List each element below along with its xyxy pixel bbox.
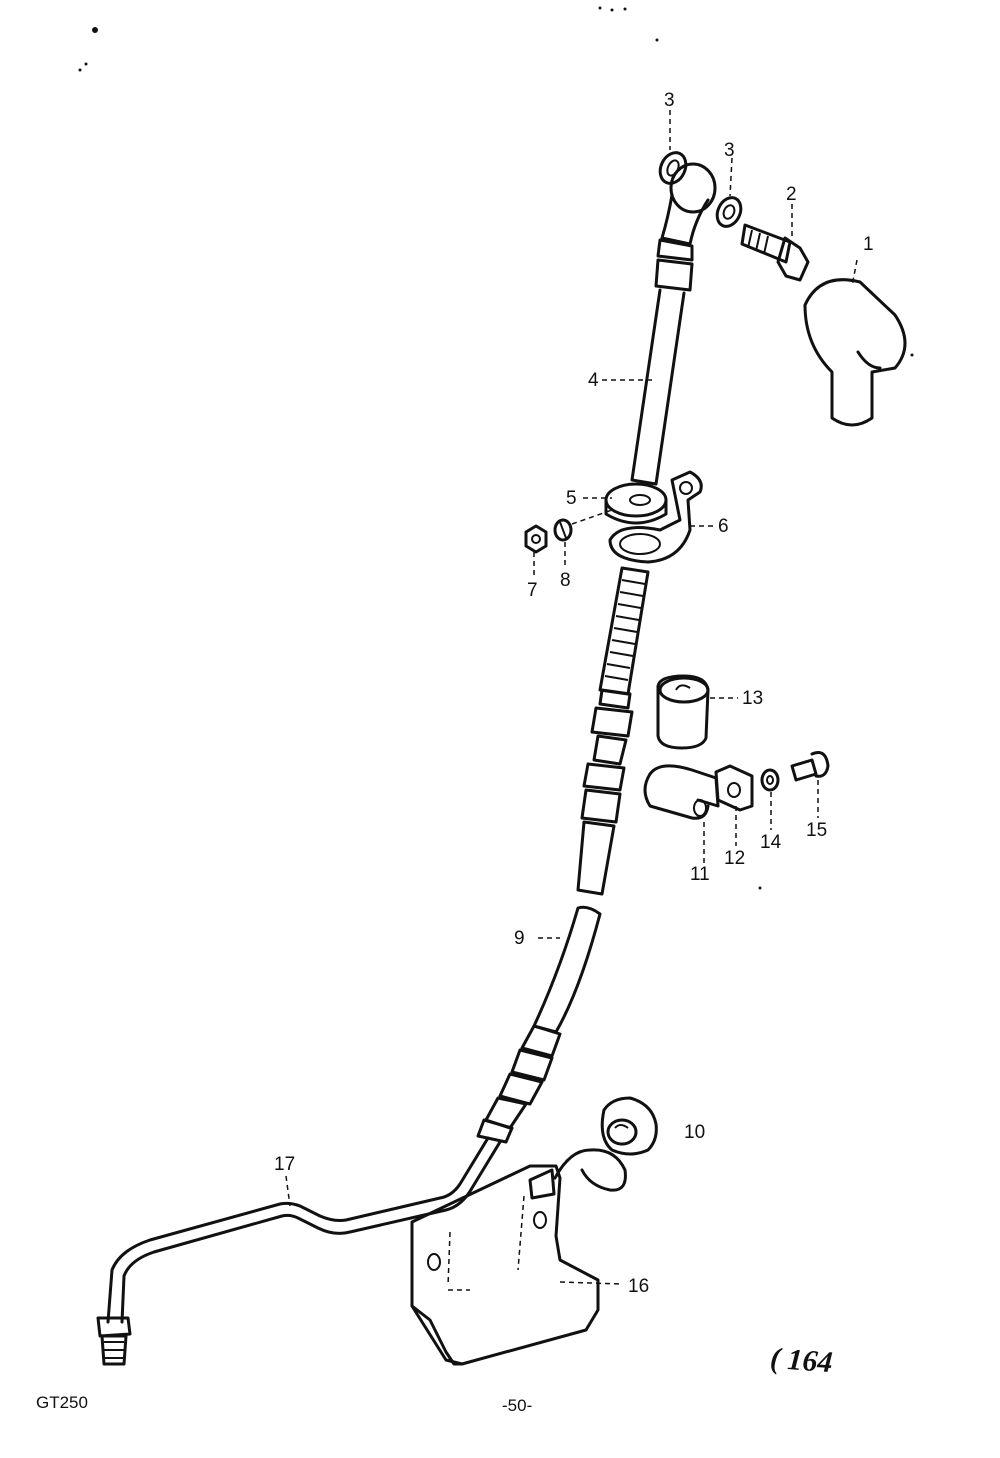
label-part-9: 9 [514, 928, 525, 949]
part-13-damper [656, 674, 710, 750]
label-part-6: 6 [718, 516, 729, 537]
label-part-4: 4 [588, 370, 599, 391]
part-1-rubber-cap [803, 278, 907, 427]
reference-number: ( 164 [768, 1341, 834, 1380]
label-part-5: 5 [566, 488, 577, 509]
label-part-14: 14 [760, 832, 782, 853]
label-part-2: 2 [786, 184, 797, 205]
part-16-mount-plate [410, 1148, 627, 1366]
callout-labels: 1 2 3 3 4 5 6 7 8 9 10 11 12 13 14 15 16… [274, 90, 874, 1297]
part-11-clamp [643, 764, 720, 820]
label-part-13: 13 [742, 688, 763, 709]
model-code: GT250 [36, 1393, 88, 1412]
label-part-15: 15 [806, 820, 827, 841]
part-15-screw [790, 751, 830, 782]
label-part-3-left: 3 [664, 90, 675, 111]
lower-hose-spring-guard [598, 566, 650, 696]
part-10-grommet [600, 1096, 658, 1156]
scan-specks [78, 6, 914, 890]
part-17-brake-pipe [96, 1136, 502, 1366]
label-part-8: 8 [560, 570, 571, 591]
label-part-7: 7 [527, 580, 538, 601]
part-5-grommet [604, 482, 668, 525]
label-part-10: 10 [684, 1122, 705, 1143]
part-3-washer-right [715, 196, 743, 228]
part-4-upper-brake-hose [630, 162, 717, 486]
lower-hose-fittings [576, 688, 634, 896]
label-part-3-right: 3 [724, 140, 735, 161]
label-part-11: 11 [690, 864, 710, 885]
label-part-17: 17 [274, 1154, 295, 1175]
part-7-nut [524, 524, 548, 554]
label-part-1: 1 [863, 234, 874, 255]
leader-lines [285, 110, 858, 1291]
page-number: -50- [502, 1396, 533, 1415]
part-14-washer [760, 768, 780, 792]
part-8-lock-washer [553, 518, 573, 542]
part-12-clamp-plate [714, 764, 754, 812]
part-2-banjo-bolt [740, 223, 810, 282]
label-part-12: 12 [724, 848, 745, 869]
part-9-rubber-hose [476, 905, 602, 1144]
part-6-hose-bracket [608, 470, 703, 564]
label-part-16: 16 [628, 1276, 649, 1297]
